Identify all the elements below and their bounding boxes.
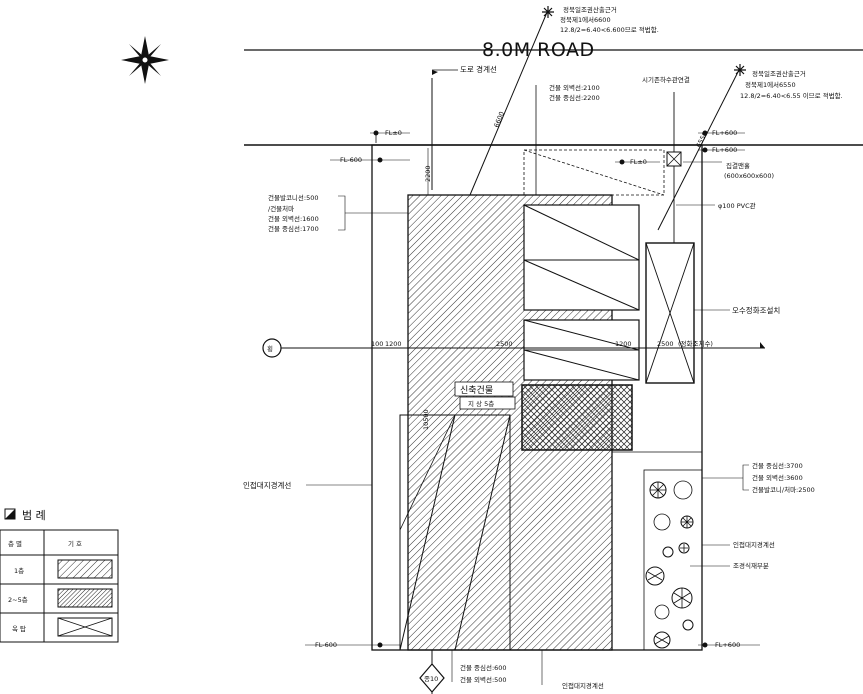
fl-label-bl: FL-600	[315, 641, 337, 649]
fl-label-c: FL+600	[712, 129, 737, 137]
fl-label-a: FL±0	[385, 129, 402, 137]
right-note-bracket	[702, 464, 749, 491]
legend-row-2-floor: 2~5층	[8, 595, 28, 604]
rooftop-structure	[521, 384, 633, 451]
parking-bays	[523, 204, 640, 381]
landscape-area	[643, 469, 703, 651]
legend-title-icon-fill	[5, 509, 15, 519]
building-floors: 지 상 5층	[468, 399, 494, 408]
fl-marker-br: FL+600	[698, 641, 760, 649]
left-note-4: 건물 중심선:1700	[268, 224, 319, 233]
left-note-1: 건물발코니선:500	[268, 193, 318, 202]
bottom-note-1: 건물 중심선:600	[460, 663, 507, 672]
legend-title: 범 례	[22, 509, 46, 522]
dim-10500: 10500	[422, 409, 430, 430]
sun-right-line-right	[657, 67, 741, 231]
fl-label-b: FL-600	[340, 156, 362, 164]
north-compass-icon	[121, 36, 169, 84]
legend-symbol-2-5f	[57, 588, 113, 608]
sun-right-line-left	[469, 9, 549, 196]
section-marker-left	[262, 338, 282, 358]
septic-tank	[645, 242, 695, 384]
septic-label: 오수정화조설치	[732, 305, 780, 315]
road-label: 8.0M ROAD	[482, 39, 595, 61]
sun-left-note-2: 정북제1에서6600	[560, 15, 611, 24]
manhole-label-1: 집결맨홀	[726, 161, 750, 170]
legend-row-1-floor: 1층	[14, 566, 24, 575]
left-note-bracket	[338, 195, 408, 231]
section-arrow-icon	[760, 342, 765, 348]
road-boundary-label: 도로 경계선	[460, 64, 497, 74]
right-note-3: 건물발코니/처마:2500	[752, 485, 815, 494]
adjacent-bottom-label: 인접대지경계선	[562, 681, 604, 690]
sun-right-note-2: 정북제1에서6550	[745, 80, 796, 89]
pvc-label: φ100 PVC관	[718, 201, 756, 210]
fl-label-br: FL+600	[715, 641, 740, 649]
dim-2500a: 2500	[496, 340, 513, 348]
bottom-note-2: 건물 외벽선:500	[460, 675, 507, 684]
manhole-label-2: (600x600x600)	[724, 172, 774, 180]
bldg-top-note-2: 건물 중심선:2200	[549, 93, 600, 102]
fl-marker-b: FL-600	[330, 156, 410, 164]
parking-dashed-diagonal	[523, 149, 665, 196]
sun-right-note-1: 정북일조권산출근거	[752, 69, 806, 78]
first-floor-diagonal-3	[399, 414, 456, 531]
adjacent-left-label: 인접대지경계선	[243, 480, 291, 490]
dim-1200b: 1200	[615, 340, 632, 348]
bldg-top-note-1: 건물 외벽선:2100	[549, 83, 600, 92]
dim-2200: 2200	[424, 165, 432, 182]
legend-col-floor: 층 별	[8, 539, 22, 548]
sewer-label: 시기존하수관연결	[642, 75, 690, 84]
legend-col-symbol: 기 호	[68, 539, 82, 548]
fl-marker-bl: FL-600	[305, 641, 400, 649]
fl-marker-d: FL+600	[698, 146, 745, 154]
left-note-2: /건물처마	[268, 204, 294, 213]
dim-100: 100	[371, 340, 383, 348]
manhole-cross	[666, 151, 682, 167]
right-note-2: 건물 외벽선:3600	[752, 473, 803, 482]
fl-marker-c: FL+600	[698, 129, 745, 137]
dim-6600: 6600	[492, 110, 506, 128]
building-name-box	[454, 381, 514, 397]
building-floors-box	[459, 396, 516, 410]
flag-icon	[432, 70, 438, 75]
legend-symbol-1f	[57, 559, 113, 579]
fl-marker-e: FL±0	[615, 158, 660, 166]
dim-2500b: 2500	[657, 340, 674, 348]
tree-icons	[645, 480, 694, 649]
septic-diagonal-2	[645, 242, 695, 384]
fl-label-d: FL+600	[712, 146, 737, 154]
legend-row-3-floor: 옥 탑	[12, 625, 26, 633]
section-marker-bottom-label: 종10	[424, 675, 438, 683]
fl-marker-a: FL±0	[370, 129, 410, 143]
first-floor-diagonal-1	[399, 414, 456, 651]
dim-1200a: 1200	[385, 340, 402, 348]
sun-marker-right-icon	[734, 64, 746, 76]
first-floor-diagonal-2	[454, 414, 511, 651]
section-marker-left-label: 횡	[267, 344, 273, 353]
adjacent-right-label: 인접대지경계선	[733, 540, 775, 549]
section-marker-bottom	[419, 663, 445, 693]
sun-marker-left-icon	[542, 6, 554, 18]
landscape-label: 조경식재부분	[733, 561, 769, 570]
dim-note: (정화조치수)	[678, 339, 713, 348]
left-note-3: 건물 외벽선:1600	[268, 214, 319, 223]
fl-label-e: FL±0	[630, 158, 647, 166]
sun-left-note-3: 12.8/2=6.40<6.600므로 적법함.	[560, 25, 659, 34]
building-name: 신축건물	[460, 385, 493, 396]
sun-right-note-3: 12.8/2=6.40<6.55 이므로 적법함.	[740, 91, 843, 100]
sun-left-note-1: 정북일조권산출근거	[563, 5, 617, 14]
legend-symbol-rooftop-cross	[57, 617, 113, 637]
right-note-1: 건물 중심선:3700	[752, 461, 803, 470]
